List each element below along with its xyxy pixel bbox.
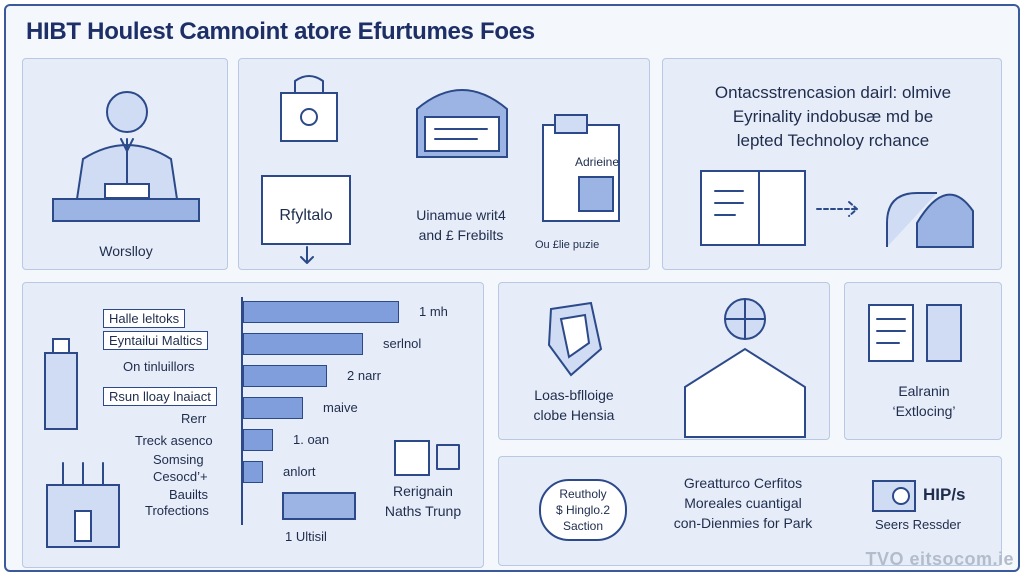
bar-5 [243, 429, 273, 451]
bar-3 [243, 365, 327, 387]
panel-metrics: Halle leltoks Eyntailui Maltics On tinlu… [22, 282, 484, 568]
hips-sub: Seers Ressder [875, 517, 961, 532]
list-item-1: Treck asenco [135, 433, 213, 448]
side-line2: Naths Trunp [384, 503, 462, 519]
bottom-label: 1 Ultisil [285, 529, 327, 544]
bottle-icon [44, 338, 78, 430]
bar-label-2: serlnol [383, 336, 422, 351]
stack-icon [282, 492, 356, 520]
panel-worker: Worslloy [22, 58, 228, 270]
badge-line1: Reutholy [559, 487, 607, 501]
document-icon [542, 114, 620, 222]
list-item-5: Trofections [145, 503, 209, 518]
badge [539, 479, 627, 541]
worker-caption: Worslloy [99, 243, 153, 259]
worker-at-desk-icon [52, 91, 200, 222]
cert-line3: con-Dienmies for Park [673, 515, 813, 531]
box-label-frame [261, 175, 351, 245]
label-eyntailui: Eyntailui Maltics [103, 331, 209, 350]
shopping-bag-icon [280, 75, 338, 142]
list-item-2: Somsing [153, 452, 204, 467]
bar-6 [243, 461, 263, 483]
badge-line2: $ Hinglo.2 [555, 503, 611, 517]
page-title: HIBT Houlest Camnoint atore Efurtumes Fo… [26, 18, 535, 45]
panel-technology: Ontacsstrencasion dairl: olmive Eyrinali… [662, 58, 1002, 270]
list-item-3: Cesocd’+ [153, 469, 208, 484]
bar-4 [243, 397, 303, 419]
arrow-right-icon [816, 201, 858, 217]
robot-arm-icon [886, 192, 974, 248]
box-label: Rfyltalo [279, 207, 333, 224]
device-icon [868, 304, 962, 362]
list-item-4: Bauilts [169, 487, 209, 502]
globe-line2: clobe Hensia [533, 407, 615, 423]
small-label: Ou £lie puzie [535, 239, 600, 251]
bar-2 [243, 333, 363, 355]
badge-line3: Saction [562, 519, 604, 533]
cert-line1: Greatturco Cerfitos [683, 475, 803, 491]
tech-line3: lepted Technoloy rchance [736, 131, 930, 150]
watermark: TVO eitsocom.ie [865, 549, 1014, 569]
cert-line2: Moreales cuantigal [684, 495, 802, 511]
bar-label-4: maive [323, 400, 358, 415]
label-halle: Halle leltoks [103, 309, 186, 328]
panel-extlocing: Ealranin ‘Extlocing’ [844, 282, 1002, 440]
bar-1 [243, 301, 399, 323]
panel-globe: Loas-bflloige clobe Hensia [498, 282, 830, 440]
axis-line [241, 297, 243, 525]
extlocing-line1: Ealranin [898, 383, 950, 399]
bar-label-3: 2 narr [347, 368, 381, 383]
panel-tools: Rfyltalo Uinamue writ4 and £ Frebilts Ad… [238, 58, 650, 270]
chat-bubble-icon [394, 440, 460, 476]
label-rerr: Rerr [181, 411, 207, 426]
side-line1: Rerignain [393, 483, 453, 499]
bar-label-1: 1 mh [419, 304, 448, 319]
panel-certificates: Reutholy $ Hinglo.2 Saction Greatturco C… [498, 456, 1002, 566]
laptop-icon [416, 89, 508, 158]
map-pin-icon [547, 301, 603, 377]
extlocing-line2: ‘Extlocing’ [892, 403, 956, 419]
globe-house-icon [684, 298, 806, 438]
label-tinluillors: On tinluillors [123, 359, 195, 374]
tools-caption-line1: Uinamue writ4 [416, 207, 506, 223]
label-rsun: Rsun lloay lnaiact [103, 387, 217, 406]
circuit-icon [46, 462, 120, 548]
bar-label-6: anlort [283, 464, 316, 479]
book-icon [700, 170, 806, 246]
bar-label-5: 1. oan [293, 432, 330, 447]
document-label: Adrieine [575, 155, 620, 169]
globe-line1: Loas-bflloige [534, 387, 614, 403]
tools-caption-line2: and £ Frebilts [418, 227, 504, 243]
arrow-down-icon [300, 246, 314, 264]
tech-line1: Ontacsstrencasion dairl: olmive [714, 83, 952, 102]
tech-line2: Eyrinality indobusæ md be [732, 107, 934, 126]
hips-tag: HIP/s [923, 485, 966, 504]
id-card-icon [872, 480, 916, 512]
